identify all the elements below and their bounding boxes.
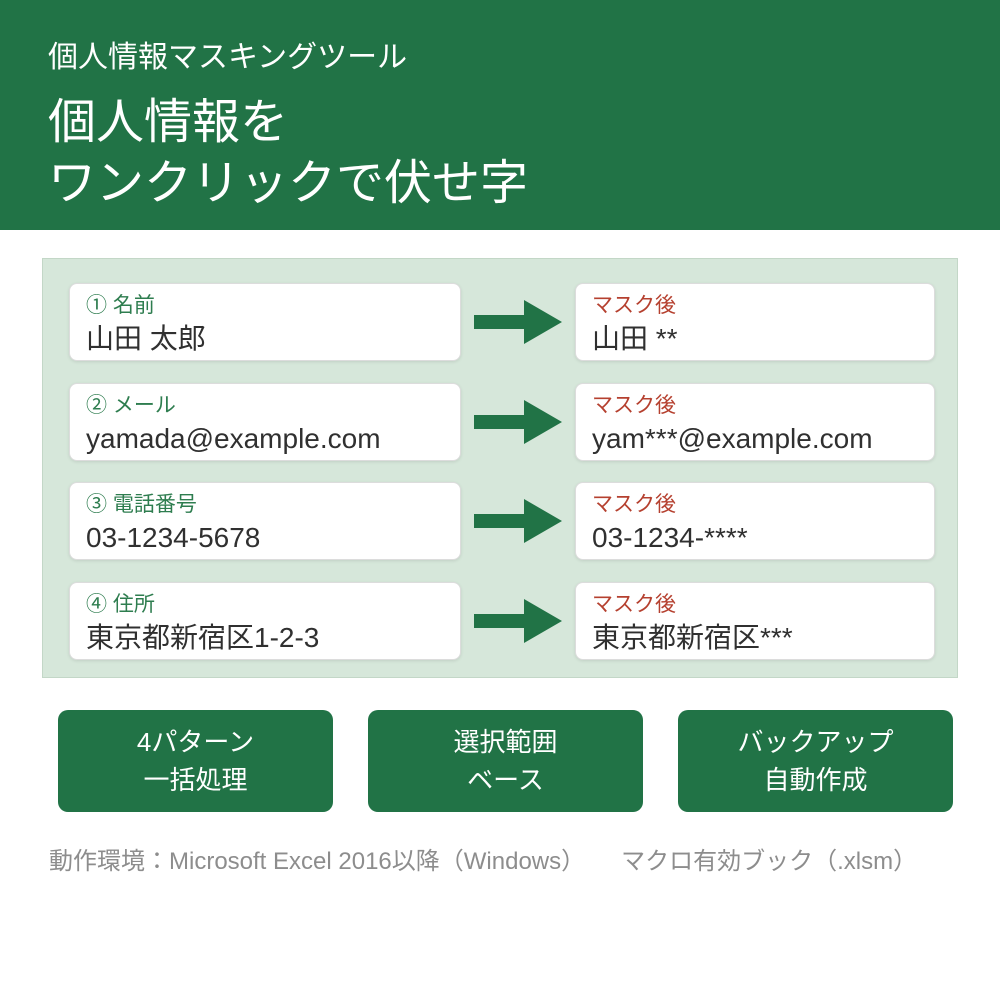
original-card: ① 名前 山田 太郎 bbox=[69, 283, 461, 361]
app-name: 個人情報マスキングツール bbox=[48, 41, 408, 74]
page-title: 個人情報を ワンクリックで伏せ字 bbox=[48, 92, 952, 214]
original-card: ③ 電話番号 03-1234-5678 bbox=[69, 482, 461, 561]
feature-line2: 一括処理 bbox=[143, 765, 248, 795]
demo-row-name: ① 名前 山田 太郎 マスク後 山田 ** bbox=[69, 283, 935, 361]
page-title-line1: 個人情報を bbox=[48, 96, 289, 149]
arrow-right-icon bbox=[461, 598, 575, 643]
masked-value: 東京都新宿区*** bbox=[592, 621, 793, 653]
masked-label: マスク後 bbox=[592, 592, 676, 616]
feature-line1: 選択範囲 bbox=[453, 727, 558, 757]
feature-badge-selection: 選択範囲 ベース bbox=[368, 710, 643, 812]
field-value: 山田 太郎 bbox=[86, 323, 206, 354]
masked-card: マスク後 東京都新宿区*** bbox=[575, 581, 935, 660]
masked-value: 03-1234-**** bbox=[592, 522, 748, 554]
field-label: ③ 電話番号 bbox=[86, 493, 197, 517]
page-title-line2: ワンクリックで伏せ字 bbox=[48, 157, 529, 210]
demo-panel: ① 名前 山田 太郎 マスク後 山田 ** ② メール yamada@examp… bbox=[42, 258, 958, 678]
arrow-right-icon bbox=[461, 300, 575, 344]
footer-note: 動作環境：Microsoft Excel 2016以降（Windows） マクロ有… bbox=[49, 847, 917, 877]
masked-label: マスク後 bbox=[592, 294, 676, 317]
feature-line1: バックアップ bbox=[737, 727, 894, 757]
original-card: ④ 住所 東京都新宿区1-2-3 bbox=[69, 581, 461, 660]
field-label: ④ 住所 bbox=[86, 592, 155, 616]
original-card: ② メール yamada@example.com bbox=[69, 382, 461, 461]
feature-line2: 自動作成 bbox=[763, 765, 868, 795]
requirements-text: 動作環境：Microsoft Excel 2016以降（Windows） bbox=[49, 848, 586, 875]
field-value: yamada@example.com bbox=[86, 422, 381, 454]
demo-row-address: ④ 住所 東京都新宿区1-2-3 マスク後 東京都新宿区*** bbox=[69, 581, 935, 660]
field-label: ② メール bbox=[86, 393, 176, 417]
feature-badges: 4パターン 一括処理 選択範囲 ベース バックアップ 自動作成 bbox=[58, 710, 953, 812]
arrow-right-icon bbox=[461, 399, 575, 444]
field-value: 東京都新宿区1-2-3 bbox=[86, 621, 320, 653]
field-label: ① 名前 bbox=[86, 294, 155, 317]
file-format-text: マクロ有効ブック（.xlsm） bbox=[621, 848, 918, 875]
feature-line2: ベース bbox=[467, 765, 544, 795]
header-banner: 個人情報マスキングツール 個人情報を ワンクリックで伏せ字 bbox=[0, 0, 1000, 230]
feature-badge-patterns: 4パターン 一括処理 bbox=[58, 710, 333, 812]
demo-row-email: ② メール yamada@example.com マスク後 yam***@exa… bbox=[69, 382, 935, 461]
demo-row-phone: ③ 電話番号 03-1234-5678 マスク後 03-1234-**** bbox=[69, 482, 935, 561]
masked-card: マスク後 山田 ** bbox=[575, 283, 935, 361]
masked-card: マスク後 03-1234-**** bbox=[575, 482, 935, 561]
field-value: 03-1234-5678 bbox=[86, 522, 261, 554]
feature-badge-backup: バックアップ 自動作成 bbox=[678, 710, 953, 812]
masked-label: マスク後 bbox=[592, 493, 676, 517]
masked-value: yam***@example.com bbox=[592, 422, 873, 454]
masked-label: マスク後 bbox=[592, 393, 676, 417]
arrow-right-icon bbox=[461, 499, 575, 544]
feature-line1: 4パターン bbox=[136, 727, 255, 757]
masked-value: 山田 ** bbox=[592, 323, 678, 354]
masked-card: マスク後 yam***@example.com bbox=[575, 382, 935, 461]
